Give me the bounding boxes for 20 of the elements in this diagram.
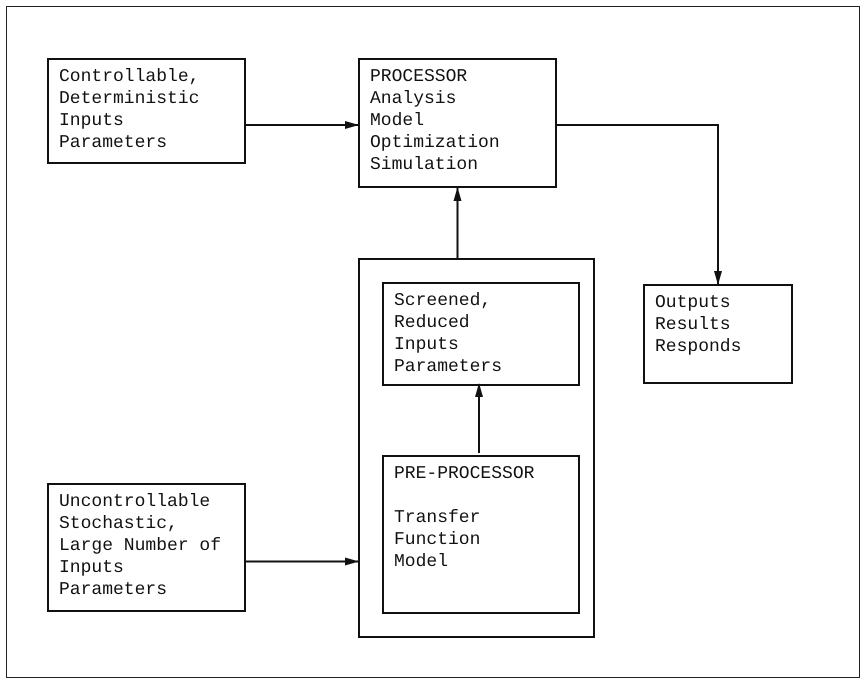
process-box: [47, 58, 246, 164]
process-box: [382, 282, 580, 386]
box-text: Screened, Reduced Inputs Parameters: [394, 290, 504, 378]
process-box: [643, 284, 793, 384]
arrow: [454, 187, 462, 258]
box-text: Uncontrollable Stochastic, Large Number of Inputs Parameters: [59, 491, 222, 601]
process-box: [382, 455, 580, 614]
arrow: [475, 383, 483, 453]
arrow: [246, 558, 359, 566]
box-heading: PROCESSOR: [370, 66, 468, 88]
box-heading: PRE-PROCESSOR: [394, 463, 534, 485]
process-box: [358, 58, 557, 188]
arrow: [557, 124, 722, 285]
arrow: [246, 121, 359, 129]
box-text: Transfer Function Model: [394, 507, 482, 573]
box-text: Analysis Model Optimization Simulation: [370, 88, 501, 176]
process-box: [47, 483, 246, 612]
box-text: Controllable, Deterministic Inputs Parameters: [59, 66, 200, 154]
box-text: Outputs Results Responds: [655, 292, 742, 358]
group-box: [358, 258, 595, 638]
